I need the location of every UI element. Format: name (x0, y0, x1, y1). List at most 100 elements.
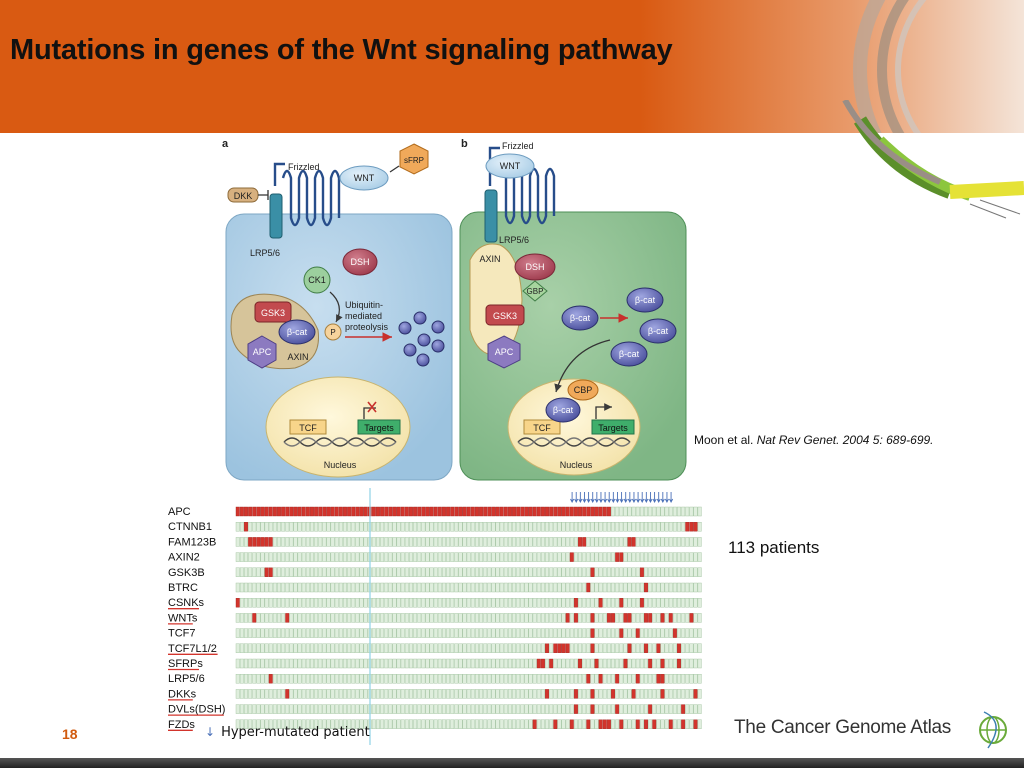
wildtype-cell (561, 674, 566, 684)
wildtype-cell (437, 613, 442, 623)
wildtype-cell (512, 522, 517, 532)
panel-a-nucleus (265, 376, 411, 478)
wildtype-cell (648, 552, 653, 562)
wildtype-cell (301, 719, 306, 729)
wildtype-cell (619, 658, 624, 669)
wildtype-cell (635, 643, 640, 653)
wildtype-cell (396, 643, 401, 653)
wildtype-cell (606, 658, 611, 669)
wildtype-cell (639, 689, 644, 699)
wildtype-cell (462, 689, 467, 699)
wildtype-cell (314, 643, 319, 653)
wildtype-cell (330, 628, 335, 638)
wildtype-cell (347, 582, 352, 593)
wildtype-cell (578, 567, 583, 577)
wildtype-cell (639, 674, 644, 684)
wildtype-cell (516, 658, 521, 669)
wildtype-cell (371, 704, 376, 714)
wildtype-cell (545, 582, 550, 593)
wildtype-cell (347, 567, 352, 577)
wildtype-cell (326, 552, 331, 562)
wildtype-cell (260, 674, 265, 684)
wildtype-cell (474, 658, 479, 669)
wildtype-cell (512, 598, 517, 608)
wildtype-cell (318, 689, 323, 699)
wildtype-cell (458, 567, 463, 577)
wildtype-cell (330, 689, 335, 699)
panel-b-nuclear-beta-catenin-label: β-cat (553, 405, 574, 415)
wildtype-cell (656, 613, 661, 623)
wildtype-cell (264, 689, 269, 699)
wildtype-cell (491, 658, 496, 669)
wildtype-cell (660, 567, 665, 577)
wildtype-cell (569, 643, 574, 653)
wildtype-cell (479, 537, 484, 547)
wildtype-cell (330, 658, 335, 669)
wildtype-cell (503, 582, 508, 593)
wildtype-cell (578, 643, 583, 653)
wildtype-cell (499, 613, 504, 623)
wildtype-cell (474, 628, 479, 638)
wildtype-cell (297, 643, 302, 653)
mutated-cell (495, 506, 500, 517)
wildtype-cell (483, 628, 488, 638)
wildtype-cell (450, 613, 455, 623)
wildtype-cell (437, 704, 442, 714)
wildtype-cell (421, 582, 426, 593)
mutated-cell (561, 506, 566, 517)
wildtype-cell (338, 598, 343, 608)
wildtype-cell (495, 537, 500, 547)
wildtype-cell (573, 628, 578, 638)
wildtype-cell (685, 537, 690, 547)
mutated-cell (644, 643, 648, 653)
wildtype-cell (635, 537, 640, 547)
panel-b-beta-catenin-2 (626, 287, 664, 313)
wildtype-cell (285, 643, 290, 653)
wildtype-cell (264, 522, 269, 532)
wildtype-cell (553, 522, 558, 532)
mutated-cell (384, 506, 389, 517)
gene-label: TCF7 (168, 628, 196, 640)
wildtype-cell (301, 567, 306, 577)
wildtype-cell (404, 552, 409, 562)
wildtype-cell (252, 689, 257, 699)
wildtype-cell (404, 674, 409, 684)
panel-b-apc (487, 335, 521, 369)
wildtype-cell (277, 552, 281, 562)
wildtype-cell (524, 704, 529, 714)
wildtype-cell (470, 552, 475, 562)
mutated-cell (235, 506, 240, 517)
wildtype-cell (314, 522, 319, 532)
wildtype-cell (507, 674, 512, 684)
wildtype-cell (495, 613, 500, 623)
wildtype-cell (359, 643, 364, 653)
mutated-cell (268, 506, 273, 517)
wildtype-cell (512, 674, 517, 684)
wildtype-cell (289, 674, 294, 684)
mutated-cell (545, 506, 550, 517)
wildtype-cell (268, 552, 273, 562)
wildtype-cell (409, 704, 413, 714)
wildtype-cell (454, 643, 459, 653)
wildtype-cell (586, 658, 591, 669)
wildtype-cell (606, 522, 611, 532)
wildtype-cell (421, 689, 426, 699)
mutated-cell (627, 643, 632, 653)
wildtype-cell (318, 613, 323, 623)
wildtype-cell (598, 552, 603, 562)
wildtype-cell (623, 643, 628, 653)
wildtype-cell (677, 598, 681, 608)
wildtype-cell (417, 689, 422, 699)
wildtype-cell (400, 537, 405, 547)
mutated-cell (338, 506, 343, 517)
wildtype-cell (470, 613, 475, 623)
wildtype-cell (446, 567, 451, 577)
wildtype-cell (248, 552, 253, 562)
wildtype-cell (586, 643, 591, 653)
wildtype-cell (689, 643, 694, 653)
wildtype-cell (355, 704, 360, 714)
wildtype-cell (693, 613, 698, 623)
wildtype-cell (660, 552, 665, 562)
wildtype-cell (479, 674, 484, 684)
wildtype-cell (495, 689, 500, 699)
